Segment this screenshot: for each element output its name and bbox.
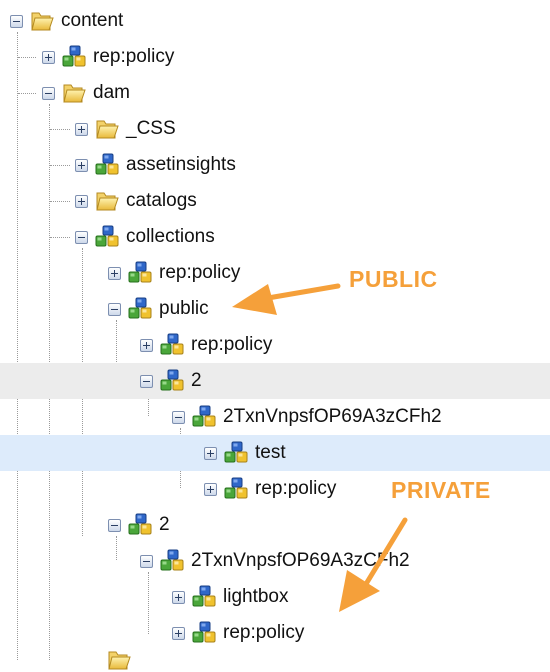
tree-node-rep-policy[interactable]: rep:policy <box>140 327 272 363</box>
policy-node-icon <box>127 513 153 537</box>
private-annotation-label: PRIVATE <box>391 477 491 503</box>
folder-icon <box>94 117 120 141</box>
tree-node-dam[interactable]: dam <box>42 75 130 111</box>
tree-node-label: 2TxnVnpsfOP69A3zCFh2 <box>223 406 442 427</box>
tree-node-label: rep:policy <box>255 478 337 499</box>
folder-icon <box>61 81 87 105</box>
policy-node-icon <box>191 405 217 429</box>
tree-node-label: 2 <box>191 370 202 391</box>
tree-node-public[interactable]: public <box>108 291 209 327</box>
policy-node-icon <box>159 549 185 573</box>
policy-node-icon <box>94 153 120 177</box>
tree-node-label: test <box>255 442 286 463</box>
collapse-toggle-icon[interactable] <box>108 302 121 316</box>
tree-node-rep-policy[interactable]: rep:policy <box>108 255 240 291</box>
tree-connector <box>50 165 70 166</box>
collapse-toggle-icon[interactable] <box>108 518 121 532</box>
tree-node-collection-id[interactable]: 2TxnVnpsfOP69A3zCFh2 <box>172 399 442 435</box>
policy-node-icon <box>191 585 217 609</box>
policy-node-icon <box>61 45 87 69</box>
tree-guide-line <box>148 572 149 634</box>
expand-toggle-icon[interactable] <box>75 158 88 172</box>
tree-node-rep-policy[interactable]: rep:policy <box>172 615 304 651</box>
tree-node-2[interactable]: 2 <box>108 507 170 543</box>
policy-node-icon <box>127 297 153 321</box>
tree-node-collection-id[interactable]: 2TxnVnpsfOP69A3zCFh2 <box>140 543 410 579</box>
tree-connector <box>50 129 70 130</box>
tree-node-label: 2TxnVnpsfOP69A3zCFh2 <box>191 550 410 571</box>
public-annotation-label: PUBLIC <box>349 266 438 292</box>
hover-row-highlight <box>0 363 550 399</box>
expand-toggle-icon[interactable] <box>204 446 217 460</box>
expand-toggle-icon[interactable] <box>172 590 185 604</box>
policy-node-icon <box>191 621 217 645</box>
tree-node-label: assetinsights <box>126 154 236 175</box>
collapse-toggle-icon[interactable] <box>140 554 153 568</box>
expand-toggle-icon[interactable] <box>204 482 217 496</box>
tree-node-label: collections <box>126 226 215 247</box>
tree-node-assetinsights[interactable]: assetinsights <box>75 147 236 183</box>
expand-toggle-icon[interactable] <box>42 50 55 64</box>
tree-node-label: content <box>61 10 124 31</box>
collapse-toggle-icon[interactable] <box>172 410 185 424</box>
policy-node-icon <box>159 369 185 393</box>
expand-toggle-icon[interactable] <box>172 626 185 640</box>
tree-node-label: rep:policy <box>223 622 305 643</box>
tree-node-rep-policy[interactable]: rep:policy <box>204 471 336 507</box>
tree-connector <box>18 93 36 94</box>
tree-node-label: public <box>159 298 209 319</box>
tree-node-label: rep:policy <box>191 334 273 355</box>
tree-node-label: rep:policy <box>93 46 175 67</box>
tree-node-label: _CSS <box>126 118 176 139</box>
collapse-toggle-icon[interactable] <box>10 14 23 28</box>
tree-node-2[interactable]: 2 <box>140 363 202 399</box>
tree-node-test[interactable]: test <box>204 435 286 471</box>
tree-guide-line <box>116 320 117 392</box>
tree-node-rep-policy[interactable]: rep:policy <box>42 39 174 75</box>
tree-node-label: catalogs <box>126 190 197 211</box>
tree-guide-line <box>116 536 117 560</box>
tree-node-catalogs[interactable]: catalogs <box>75 183 197 219</box>
tree-node-css[interactable]: _CSS <box>75 111 176 147</box>
tree-connector <box>50 201 70 202</box>
expand-toggle-icon[interactable] <box>140 338 153 352</box>
tree-guide-line <box>148 392 149 416</box>
collapse-toggle-icon[interactable] <box>75 230 88 244</box>
selected-row-highlight <box>0 435 550 471</box>
tree-node-label: 2 <box>159 514 170 535</box>
tree-node-content[interactable]: content <box>10 3 123 39</box>
collapse-toggle-icon[interactable] <box>42 86 55 100</box>
tree-node-lightbox[interactable]: lightbox <box>172 579 289 615</box>
tree-node-label: dam <box>93 82 130 103</box>
tree-guide-line <box>17 32 18 660</box>
policy-node-icon <box>223 441 249 465</box>
folder-icon <box>94 189 120 213</box>
folder-icon <box>29 9 55 33</box>
tree-node-label: rep:policy <box>159 262 241 283</box>
tree-node-collections[interactable]: collections <box>75 219 215 255</box>
tree-connector <box>18 57 36 58</box>
expand-toggle-icon[interactable] <box>108 266 121 280</box>
policy-node-icon <box>127 261 153 285</box>
tree-node-label: lightbox <box>223 586 289 607</box>
folder-icon <box>106 648 132 672</box>
policy-node-icon <box>159 333 185 357</box>
collapse-toggle-icon[interactable] <box>140 374 153 388</box>
expand-toggle-icon[interactable] <box>75 194 88 208</box>
expand-toggle-icon[interactable] <box>75 122 88 136</box>
policy-node-icon <box>94 225 120 249</box>
tree-connector <box>50 237 70 238</box>
policy-node-icon <box>223 477 249 501</box>
